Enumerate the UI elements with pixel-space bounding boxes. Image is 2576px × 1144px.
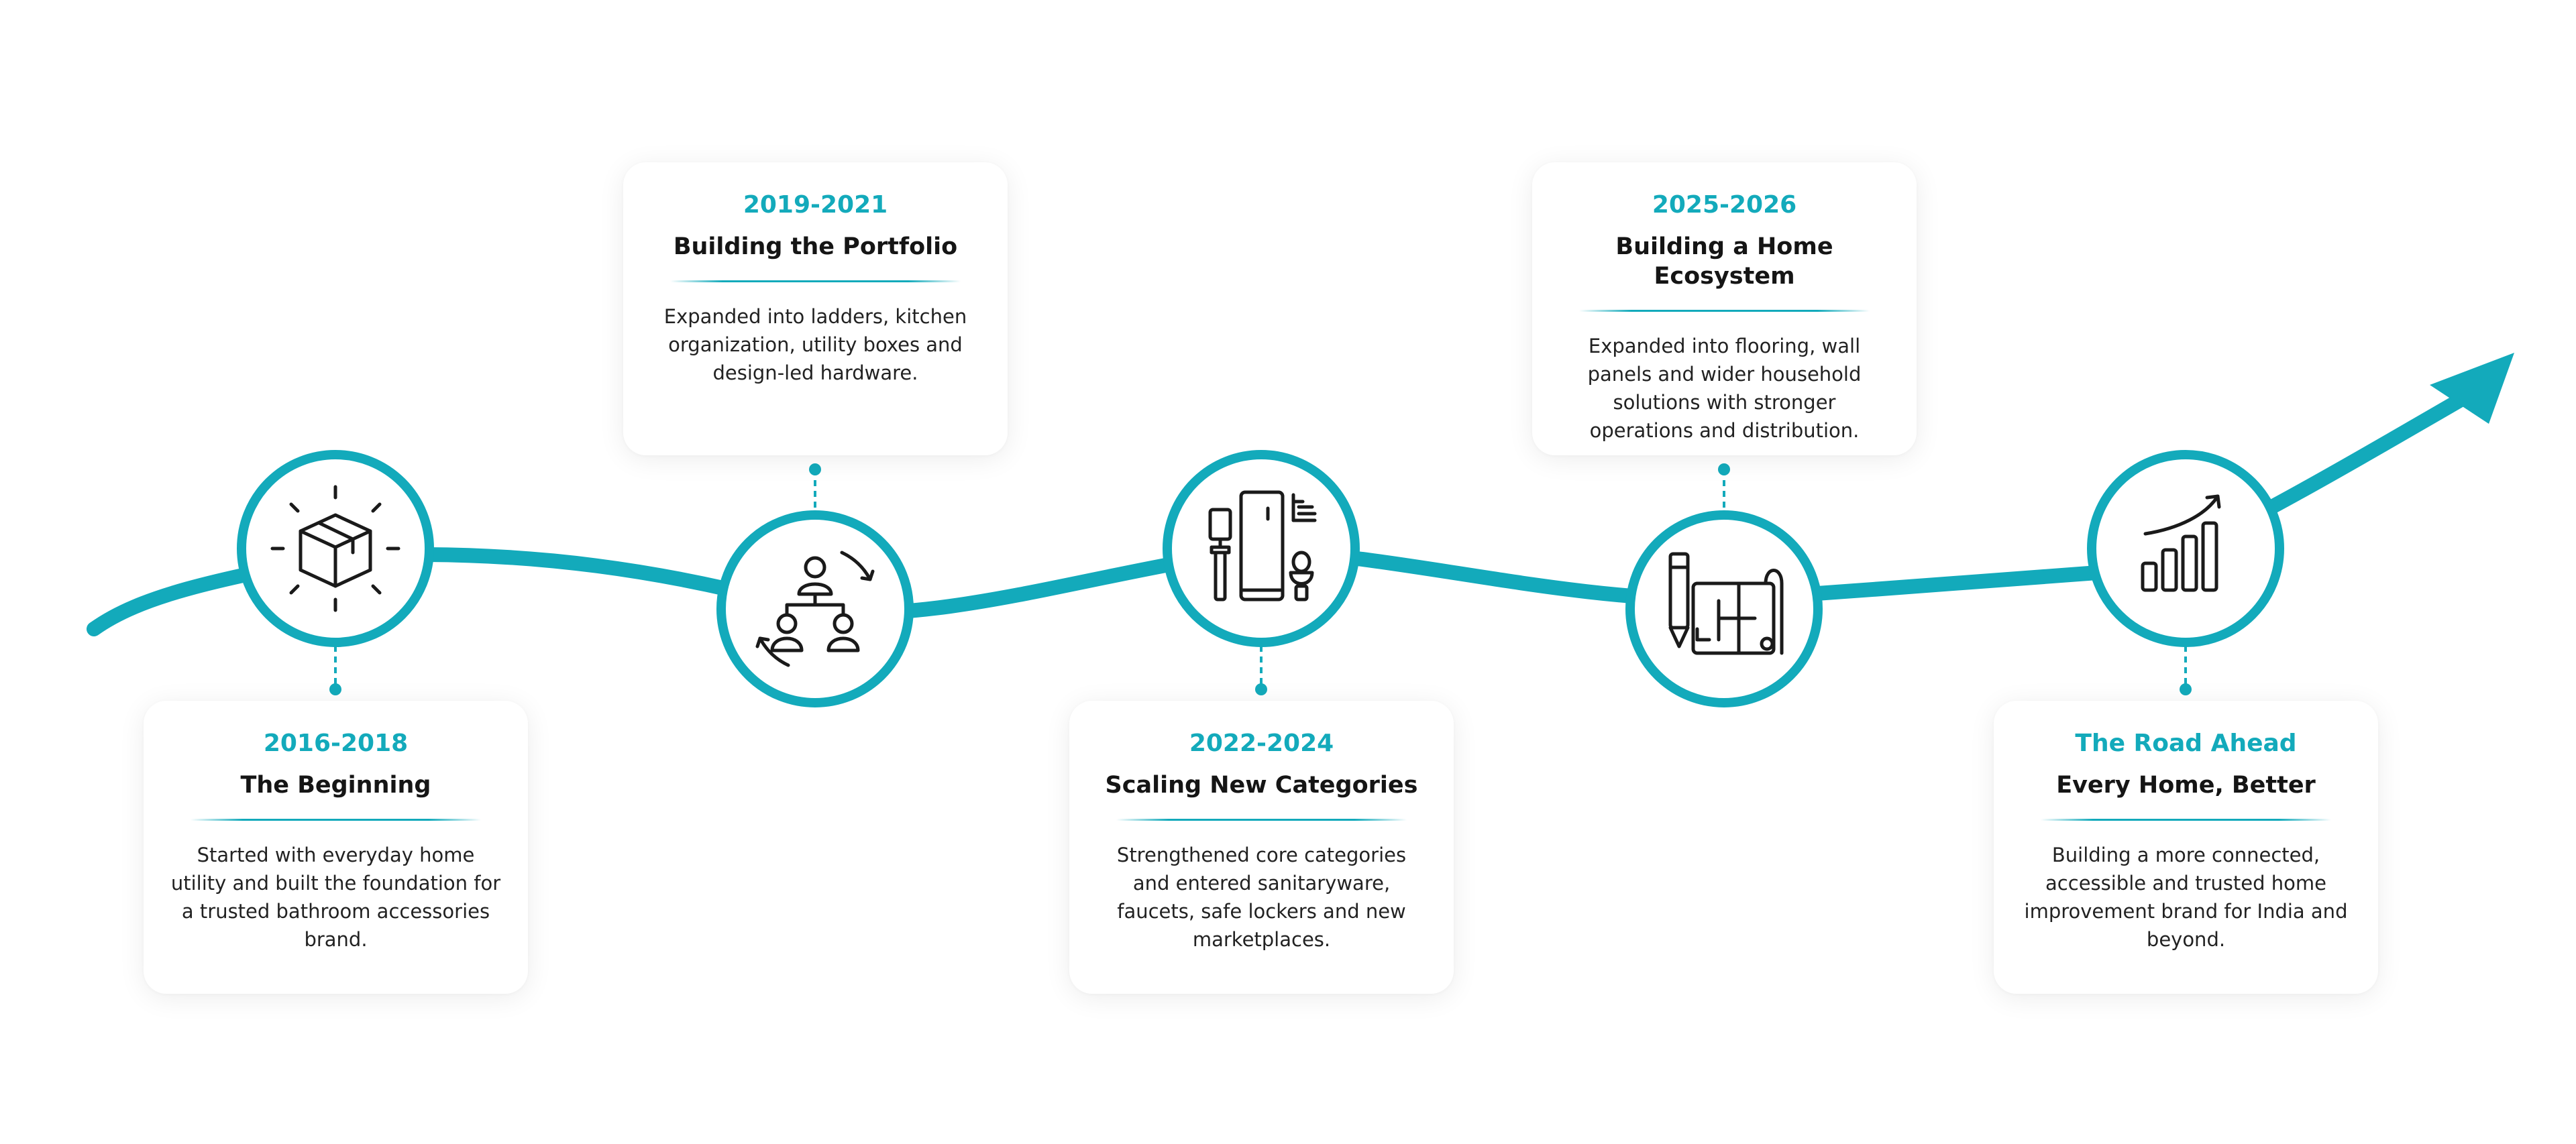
- milestone-card-2: 2019-2021 Building the Portfolio Expande…: [623, 162, 1008, 455]
- milestone-title: Building the Portfolio: [673, 233, 958, 260]
- milestone-circle-2: [716, 510, 914, 707]
- milestone-circle-3: [1163, 450, 1360, 647]
- connector-dot: [329, 683, 341, 695]
- milestone-title: Building a Home Ecosystem: [1615, 233, 1833, 290]
- bathroom-fixtures-icon: [1208, 490, 1317, 602]
- milestone-description: Building a more connected, accessible an…: [2024, 844, 2348, 951]
- connector-dot: [2180, 683, 2192, 695]
- milestone-period: 2016-2018: [263, 730, 409, 757]
- milestone-card-4: 2025-2026 Building a Home Ecosystem Expa…: [1532, 162, 1917, 455]
- connector-dot: [809, 463, 821, 475]
- title-divider: [2041, 819, 2331, 821]
- milestone-description: Strengthened core categories and entered…: [1116, 844, 1407, 951]
- milestone-description: Started with everyday home utility and b…: [170, 844, 501, 951]
- title-divider: [670, 280, 961, 282]
- milestone-card-1: 2016-2018 The Beginning Started with eve…: [144, 701, 528, 994]
- milestone-period: 2025-2026: [1652, 191, 1797, 219]
- milestone-title: Scaling New Categories: [1105, 772, 1418, 799]
- connector-dot: [1255, 683, 1267, 695]
- milestone-card-5: The Road Ahead Every Home, Better Buildi…: [1994, 701, 2378, 994]
- title-divider: [191, 819, 481, 821]
- growth-chart-icon: [2141, 494, 2221, 592]
- milestone-period: The Road Ahead: [2075, 730, 2297, 757]
- connector-dots: [329, 463, 2192, 695]
- milestone-title: The Beginning: [240, 772, 431, 799]
- title-divider: [1116, 819, 1407, 821]
- connector-dot: [1718, 463, 1730, 475]
- blueprint-plan-icon: [1668, 552, 1784, 655]
- milestone-circle-4: [1625, 510, 1823, 707]
- milestone-circle-5: [2087, 450, 2284, 647]
- timeline-arrowhead: [2430, 353, 2514, 424]
- connectors: [334, 469, 2187, 687]
- milestone-period: 2022-2024: [1189, 730, 1334, 757]
- milestone-title: Every Home, Better: [2056, 772, 2316, 799]
- package-box-icon: [270, 485, 400, 612]
- milestone-period: 2019-2021: [743, 191, 888, 219]
- title-divider: [1579, 310, 1870, 312]
- team-network-icon: [755, 551, 875, 667]
- milestone-description: Expanded into ladders, kitchen organizat…: [663, 305, 967, 384]
- milestone-description: Expanded into flooring, wall panels and …: [1587, 335, 1862, 442]
- milestone-card-3: 2022-2024 Scaling New Categories Strengt…: [1069, 701, 1454, 994]
